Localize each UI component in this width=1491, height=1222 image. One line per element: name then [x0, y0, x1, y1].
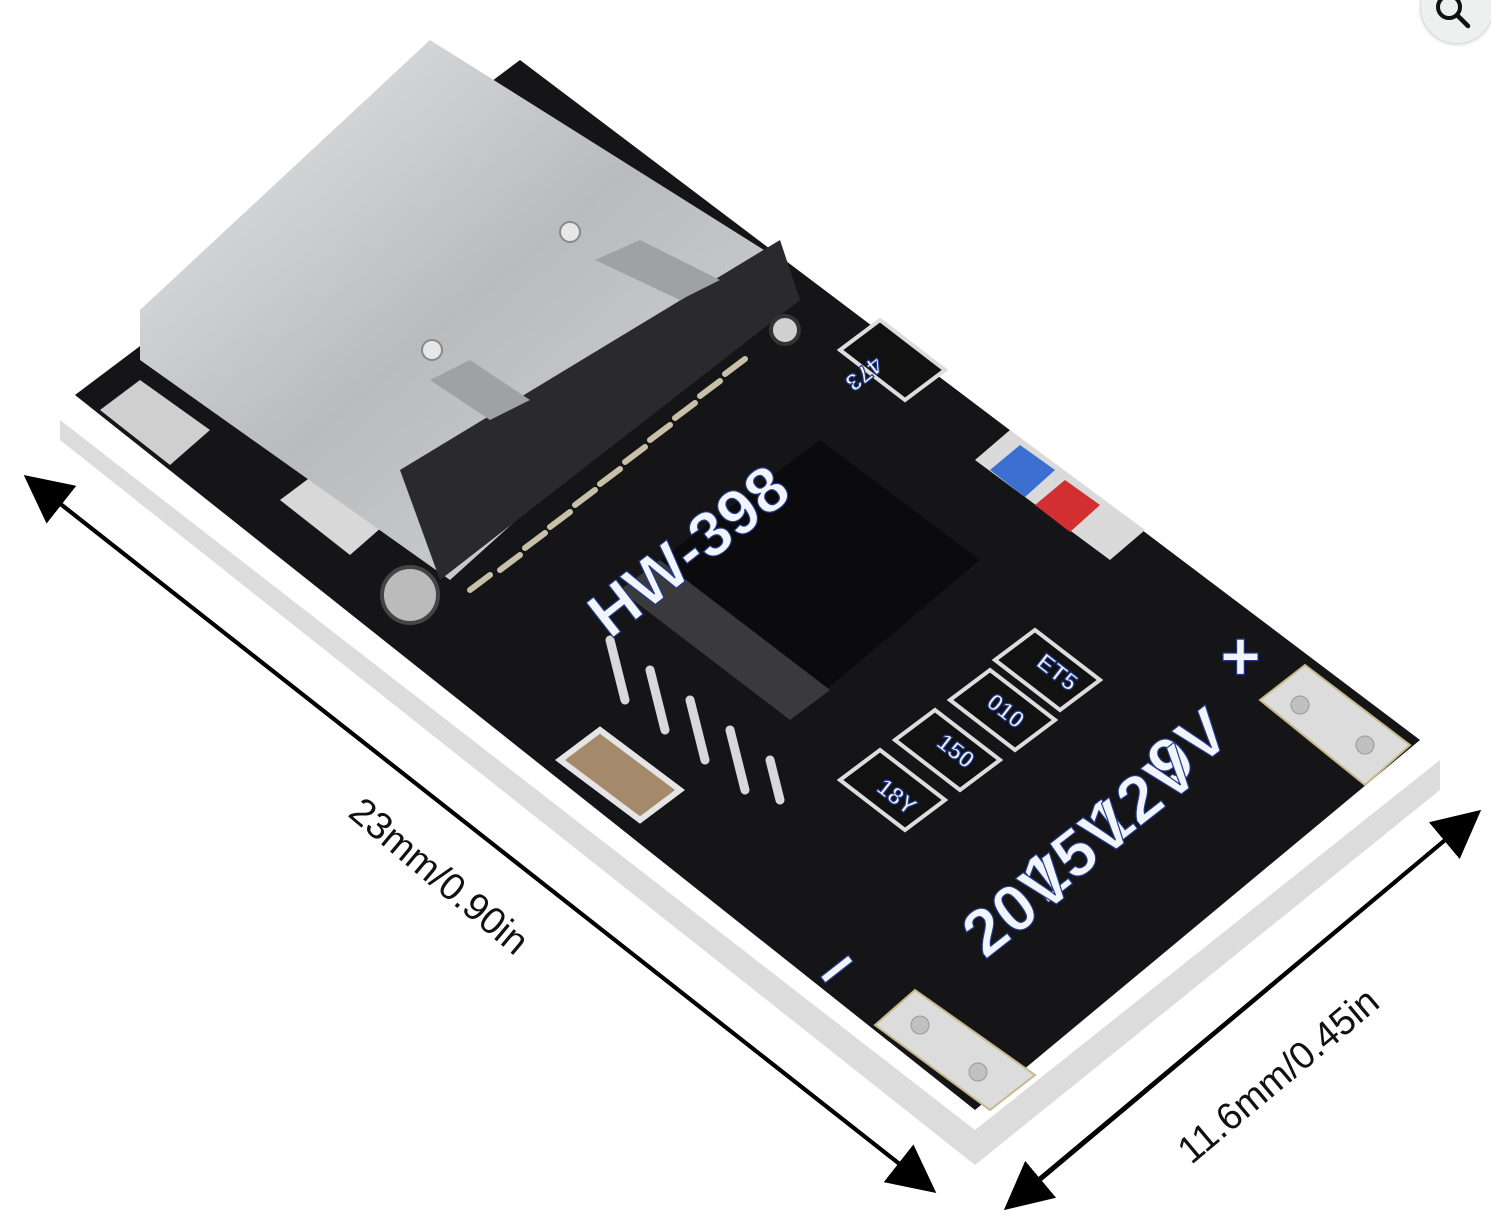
width-dimension-arrow: [1003, 809, 1482, 1211]
usb-c-connector: [140, 40, 801, 593]
led-components: [100, 380, 440, 625]
positive-pad: [1258, 663, 1412, 787]
length-dimension-arrow: [23, 475, 937, 1193]
diode: [975, 430, 1145, 560]
capacitor: [555, 726, 685, 824]
resistors: [836, 317, 1104, 833]
magnifier-icon: [1436, 0, 1471, 29]
ic-chip: [605, 440, 980, 805]
plus-label: +: [1220, 617, 1261, 695]
negative-pad: [873, 988, 1037, 1112]
